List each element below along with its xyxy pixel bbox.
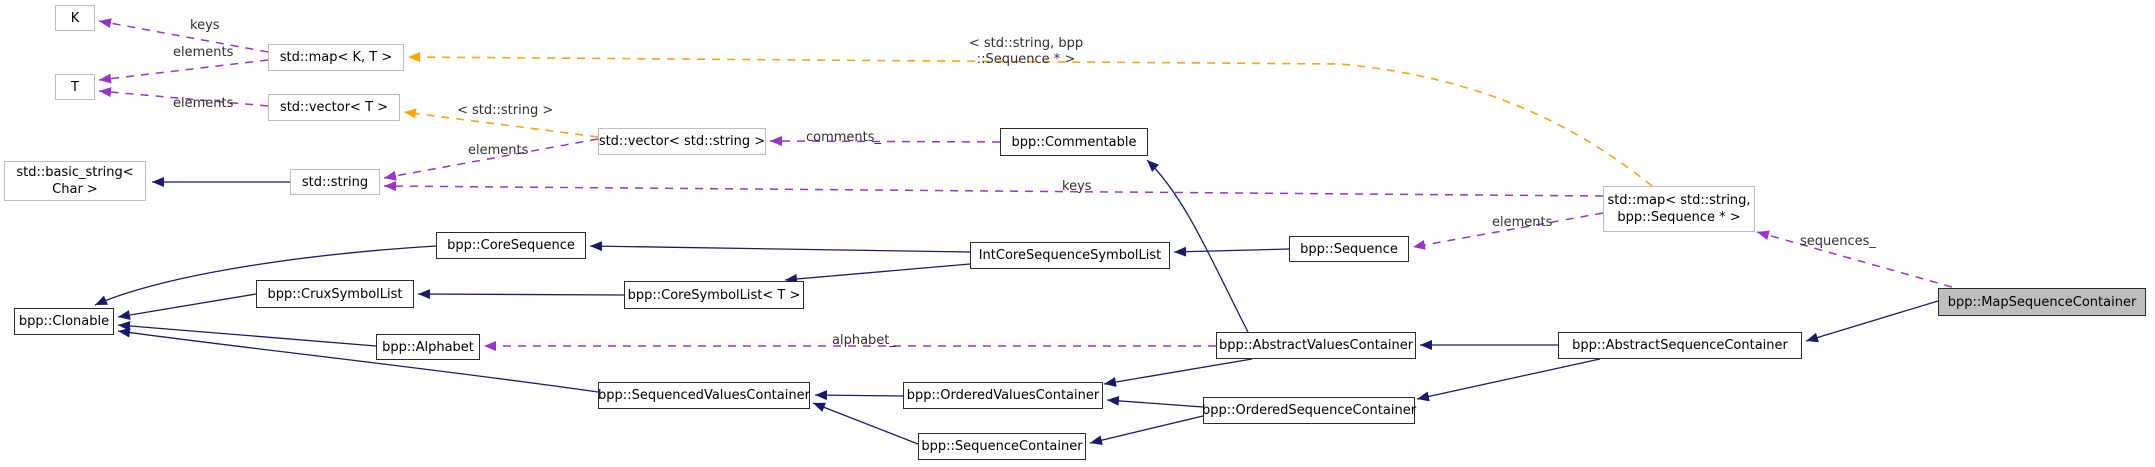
edge-label-elements: elements <box>173 96 234 111</box>
node-bpp-abstract-sequence-container[interactable]: bpp::AbstractSequenceContainer <box>1558 332 1802 359</box>
node-bpp-sequence[interactable]: bpp::Sequence <box>1289 236 1409 262</box>
node-bpp-ordered-sequence-container[interactable]: bpp::OrderedSequenceContainer <box>1201 397 1417 424</box>
edge-inheritance-cruxsymbollist-to-clonable <box>117 293 257 320</box>
edge-label-comments: comments_ <box>806 130 882 145</box>
node-label: bpp::CruxSymbolList <box>267 286 403 302</box>
edge-usage-vectorstring-elements-string <box>383 138 599 181</box>
node-bpp-sequenced-values-container[interactable]: bpp::SequencedValuesContainer <box>598 382 810 409</box>
node-bpp-map-sequence-container: bpp::MapSequenceContainer <box>1938 288 2146 316</box>
node-label: std::vector< std::string > <box>598 134 766 149</box>
node-bpp-abstract-values-container[interactable]: bpp::AbstractValuesContainer <box>1216 332 1416 359</box>
node-label: bpp::CoreSequence <box>447 238 575 253</box>
edge-template-vectorstring-to-vectort <box>403 108 599 138</box>
edge-template-mapstringseq-to-mapkt <box>407 52 1653 187</box>
node-label: IntCoreSequenceSymbolList <box>978 248 1162 263</box>
node-std-vector-string: std::vector< std::string > <box>598 128 766 155</box>
node-label: bpp::MapSequenceContainer <box>1947 294 2137 310</box>
node-bpp-core-symbol-list-t[interactable]: bpp::CoreSymbolList< T > <box>624 281 804 309</box>
edge-inheritance-intcoresequencesymbollist-to-coresequence <box>589 241 971 253</box>
edge-label-template-string: < std::string > <box>457 103 553 118</box>
node-label: bpp::SequenceContainer <box>921 439 1083 454</box>
edge-inheritance-orderedvaluescontainer-to-sequencedvaluescontainer <box>814 390 904 401</box>
edge-inheritance-abstractvaluescontainer-to-orderedvaluescontainer <box>1103 358 1253 387</box>
edge-label-elements: elements <box>468 143 529 158</box>
node-label: bpp::Commentable <box>1011 134 1137 150</box>
edge-inheritance-alphabet-to-clonable <box>117 320 377 347</box>
edge-usage-commentable-comments-vectorstring <box>769 136 1001 147</box>
node-std-basic-string: std::basic_string<Char > <box>4 161 146 201</box>
node-std-map-kt: std::map< K, T > <box>268 44 404 71</box>
node-label: K <box>70 10 80 26</box>
node-label: bpp::OrderedValuesContainer <box>906 388 1100 403</box>
node-std-map-string-sequence: std::map< std::string,bpp::Sequence * > <box>1603 186 1755 232</box>
node-label-line2: bpp::Sequence * > <box>1617 210 1741 225</box>
edge-usage-mapkt-elements-t <box>98 59 269 84</box>
node-std-vector-t: std::vector< T > <box>268 94 400 121</box>
node-template-param-k: K <box>55 5 95 31</box>
edge-usage-mapsequencecontainer-sequences-mapstringseq <box>1756 230 1953 288</box>
edge-inheritance-abstractsequencecontainer-to-orderedsequencecontainer <box>1416 358 1601 402</box>
edge-inheritance-mapsequencecontainer-to-abstractsequencecontainer <box>1805 300 1939 343</box>
edge-inheritance-sequencedvaluescontainer-to-clonable <box>117 327 599 393</box>
edge-inheritance-coresequence-to-clonable <box>94 245 437 306</box>
edge-label-keys: keys <box>190 18 220 33</box>
node-label: bpp::SequencedValuesContainer <box>598 388 810 403</box>
node-bpp-sequence-container[interactable]: bpp::SequenceContainer <box>918 433 1086 460</box>
edge-label-elements: elements <box>173 45 234 60</box>
edge-label-keys: keys <box>1062 179 1092 194</box>
node-label: T <box>71 79 79 95</box>
node-label: bpp::OrderedSequenceContainer <box>1201 403 1417 418</box>
edge-usage-mapstringseq-elements-sequence <box>1412 212 1604 250</box>
node-template-param-t: T <box>55 74 95 100</box>
node-label: bpp::Sequence <box>1300 241 1398 257</box>
node-label: bpp::Alphabet <box>382 339 474 355</box>
node-label-line1: std::basic_string< <box>16 165 134 180</box>
edge-inheritance-sequence-to-intcoresequencesymbollist <box>1173 246 1290 257</box>
edge-usage-vectort-elements-t <box>98 87 269 107</box>
edge-label-alphabet: alphabet_ <box>832 333 896 348</box>
edge-inheritance-orderedsequencecontainer-to-orderedvaluescontainer <box>1106 395 1204 408</box>
node-bpp-commentable[interactable]: bpp::Commentable <box>1000 128 1148 156</box>
node-label-line1: std::map< std::string, <box>1607 193 1751 208</box>
edge-label-sequences: sequences_ <box>1800 234 1876 249</box>
node-int-core-sequence-symbol-list[interactable]: IntCoreSequenceSymbolList <box>970 242 1170 269</box>
node-label: std::vector< T > <box>279 100 389 115</box>
node-bpp-crux-symbol-list[interactable]: bpp::CruxSymbolList <box>256 280 414 308</box>
edge-inheritance-orderedsequencecontainer-to-sequencecontainer <box>1089 415 1204 446</box>
edge-inheritance-abstractvaluescontainer-to-commentable <box>1146 159 1249 333</box>
node-bpp-alphabet[interactable]: bpp::Alphabet <box>376 334 480 360</box>
node-label: std::map< K, T > <box>279 50 393 65</box>
node-std-string: std::string <box>290 169 380 195</box>
node-label-line2: Char > <box>52 182 98 197</box>
node-label: bpp::Clonable <box>18 314 110 329</box>
node-bpp-clonable[interactable]: bpp::Clonable <box>14 308 114 335</box>
edge-label-elements: elements <box>1492 215 1553 230</box>
node-label: bpp::CoreSymbolList< T > <box>627 287 801 303</box>
edge-inheritance-intcoresequencesymbollist-to-coresymbollist <box>784 263 971 284</box>
node-label: bpp::AbstractSequenceContainer <box>1572 338 1788 353</box>
node-bpp-ordered-values-container[interactable]: bpp::OrderedValuesContainer <box>903 382 1103 409</box>
node-label: bpp::AbstractValuesContainer <box>1218 338 1414 353</box>
edge-label-template-map-line1: < std::string, bpp <box>969 36 1083 51</box>
node-bpp-core-sequence[interactable]: bpp::CoreSequence <box>436 232 586 259</box>
edge-usage-mapstringseq-keys-string <box>383 181 1604 197</box>
edge-inheritance-sequencecontainer-to-sequencedvaluescontainer <box>812 402 919 445</box>
edge-label-template-map-line2: ::Sequence * > <box>977 52 1076 67</box>
node-label: std::string <box>301 174 369 190</box>
edge-inheritance-coresymbollist-to-cruxsymbollist <box>417 289 625 300</box>
